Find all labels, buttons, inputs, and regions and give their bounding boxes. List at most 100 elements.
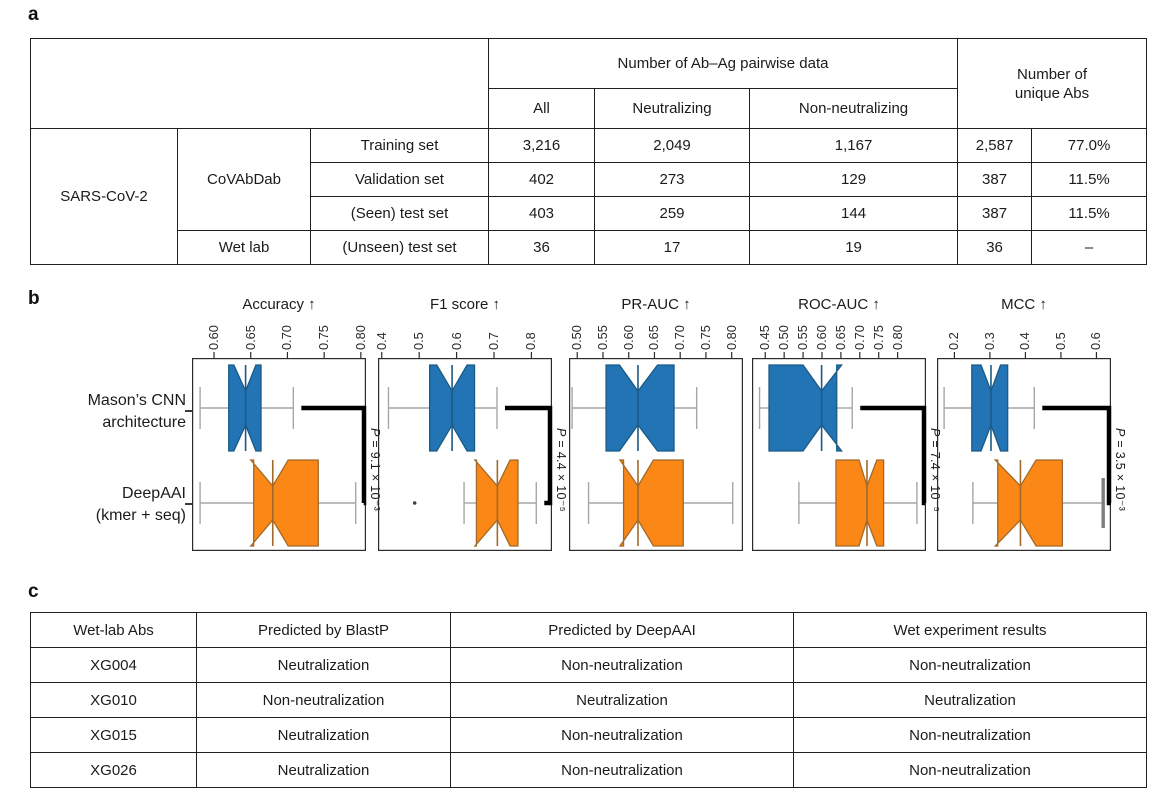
- table-row: (Seen) test set 403 259 144 387 11.5%: [31, 196, 1148, 231]
- x-tick-label: 0.80: [352, 325, 368, 350]
- all-count-cell: 403: [488, 196, 596, 231]
- x-tick-label: 0.5: [411, 332, 427, 350]
- neutralizing-count-cell: 17: [594, 230, 751, 265]
- non-neutralizing-count-cell: 1,167: [749, 128, 959, 163]
- table-row: XG026 Neutralization Non-neutralization …: [30, 752, 1147, 788]
- set-name-cell: (Unseen) test set: [309, 230, 490, 265]
- box-mason: [971, 364, 1009, 452]
- empty-corner-cell: [29, 38, 490, 129]
- unique-abs-pct-cell: –: [1031, 230, 1148, 265]
- header-pairwise-data: Number of Ab–Ag pairwise data: [488, 38, 959, 89]
- dataset-summary-table: Number of Ab–Ag pairwise data Number of …: [29, 38, 1148, 265]
- header-wetlab-abs: Wet-lab Abs: [30, 612, 197, 648]
- x-tick-label: 0.6: [1088, 332, 1104, 350]
- x-tick-label: 0.45: [757, 325, 773, 350]
- table-row: XG010 Non-neutralization Neutralization …: [30, 682, 1147, 718]
- series-label-masons-cnn: Mason’s CNN architecture: [30, 390, 186, 434]
- table-row: XG015 Neutralization Non-neutralization …: [30, 717, 1147, 753]
- x-tick-label: 0.70: [851, 325, 867, 350]
- x-tick-label: 0.50: [776, 325, 792, 350]
- blastp-prediction-cell: Non-neutralization: [196, 682, 451, 718]
- series-label-line: architecture: [102, 414, 186, 431]
- neutralizing-count-cell: 2,049: [594, 128, 751, 163]
- header-wet-experiment: Wet experiment results: [793, 612, 1147, 648]
- table-row: Wet lab (Unseen) test set 36 17 19 36 –: [31, 230, 1148, 265]
- panel-b-label: b: [28, 288, 40, 309]
- antibody-id-cell: XG015: [30, 717, 197, 753]
- plot-frame: [569, 358, 744, 552]
- table-row: SARS-CoV-2 CoVAbDab Training set 3,216 2…: [30, 128, 1148, 265]
- blastp-prediction-cell: Neutralization: [196, 752, 451, 788]
- x-tick-label: 0.5: [1052, 332, 1068, 350]
- x-tick-label: 0.60: [813, 325, 829, 350]
- set-name-cell: Validation set: [309, 162, 490, 197]
- y-axis-tick: [185, 503, 192, 505]
- antibody-id-cell: XG004: [30, 647, 197, 683]
- panel-a-label: a: [28, 4, 39, 25]
- boxplot-canvas: [937, 352, 1112, 552]
- x-tick-label: 0.8: [523, 332, 539, 350]
- header-unique-abs-text: Number of unique Abs: [1014, 65, 1090, 102]
- x-tick-label: 0.60: [620, 325, 636, 350]
- wet-result-cell: Neutralization: [793, 682, 1147, 718]
- wetlab-results-table: Wet-lab Abs Predicted by BlastP Predicte…: [30, 612, 1147, 788]
- x-tick-label: 0.4: [1017, 332, 1033, 350]
- plot-title: PR-AUC ↑: [621, 296, 691, 313]
- x-axis-ticks: 0.2 0.3 0.4 0.5 0.6: [937, 308, 1111, 350]
- plot-title: Accuracy ↑: [242, 296, 316, 313]
- table-row: Validation set 402 273 129 387 11.5%: [31, 162, 1148, 197]
- plot-title: F1 score ↑: [429, 296, 501, 313]
- neutralizing-count-cell: 259: [594, 196, 751, 231]
- antibody-id-cell: XG026: [30, 752, 197, 788]
- boxplot-canvas: [192, 352, 367, 552]
- unique-abs-count-cell: 387: [957, 196, 1033, 231]
- blastp-prediction-cell: Neutralization: [196, 647, 451, 683]
- x-tick-label: 0.2: [946, 332, 962, 350]
- all-count-cell: 402: [488, 162, 596, 197]
- boxplot-mcc: MCC ↑ 0.2 0.3 0.4 0.5 0.6 P = 3.5 × 10⁻³: [937, 296, 1127, 552]
- plot-title: ROC-AUC ↑: [798, 296, 880, 313]
- unique-abs-pct-cell: 77.0%: [1031, 128, 1148, 163]
- box-mason: [768, 364, 843, 452]
- header-all: All: [488, 88, 596, 129]
- header-blastp: Predicted by BlastP: [196, 612, 451, 648]
- header-unique-abs: Number of unique Abs: [957, 38, 1148, 129]
- boxplot-canvas: [752, 352, 927, 552]
- antibody-id-cell: XG010: [30, 682, 197, 718]
- panel-c-label: c: [28, 581, 39, 602]
- source-wetlab-cell: Wet lab: [177, 230, 311, 265]
- plot-title: MCC ↑: [1001, 296, 1047, 313]
- non-neutralizing-count-cell: 19: [749, 230, 959, 265]
- x-tick-label: 0.65: [832, 325, 848, 350]
- blastp-prediction-cell: Neutralization: [196, 717, 451, 753]
- deepaai-prediction-cell: Non-neutralization: [450, 717, 794, 753]
- box-mason: [605, 364, 675, 452]
- x-tick-label: 0.75: [697, 325, 713, 350]
- wet-result-cell: Non-neutralization: [793, 752, 1147, 788]
- x-tick-label: 0.65: [646, 325, 662, 350]
- x-tick-label: 0.3: [981, 332, 997, 350]
- unique-abs-count-cell: 36: [957, 230, 1033, 265]
- p-value-label: P = 3.5 × 10⁻³: [1113, 428, 1127, 512]
- box-deepaai: [618, 459, 684, 547]
- x-tick-label: 0.65: [242, 325, 258, 350]
- header-neutralizing: Neutralizing: [594, 88, 751, 129]
- table-row: XG004 Neutralization Non-neutralization …: [30, 647, 1147, 683]
- virus-cell: SARS-CoV-2: [30, 128, 178, 265]
- wet-result-cell: Non-neutralization: [793, 647, 1147, 683]
- series-label-line: DeepAAI: [121, 485, 186, 502]
- y-axis-tick: [185, 410, 192, 412]
- x-tick-label: 0.80: [889, 325, 905, 350]
- unique-abs-pct-cell: 11.5%: [1031, 196, 1148, 231]
- x-tick-label: 0.80: [723, 325, 739, 350]
- wet-result-cell: Non-neutralization: [793, 717, 1147, 753]
- series-label-line: (kmer + seq): [95, 507, 186, 524]
- series-label-deepaai: DeepAAI (kmer + seq): [30, 483, 186, 527]
- box-deepaai-outlier: [412, 501, 417, 505]
- set-name-cell: Training set: [309, 128, 490, 163]
